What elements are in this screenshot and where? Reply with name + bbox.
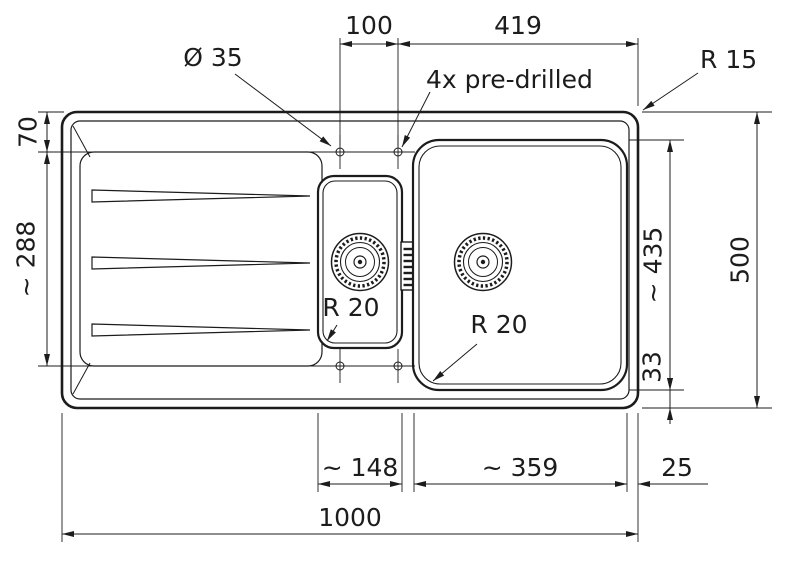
dimension-hole-row-spacing: ~ 288 (12, 152, 415, 367)
dim-label-dia35: Ø 35 (183, 43, 242, 72)
dimension-hole-spacing-top: 100 (339, 11, 399, 146)
leader-line (401, 91, 431, 148)
leader-line (642, 72, 699, 111)
drain-ring (345, 247, 375, 277)
dimension-bowl-to-edge-bottom: 33 (638, 351, 772, 424)
drain-serrated-ring (334, 236, 386, 288)
dim-label-r15: R 15 (700, 45, 757, 74)
drainboard-corner-slope-bottom (72, 362, 91, 395)
dimensions: 100 419 Ø 35 4x pre-drilled R 15 7 (12, 11, 772, 542)
drain-ring (339, 241, 381, 283)
leader-line (234, 73, 332, 147)
sink-outer-edge (60, 110, 640, 410)
main-bowl-outer (411, 138, 629, 392)
dimension-small-bowl-width: ~ 148 (317, 413, 403, 492)
dim-label-70: 70 (14, 116, 43, 148)
dim-label-419: 419 (494, 11, 542, 40)
dim-label-288: ~ 288 (12, 221, 41, 298)
leader-line (326, 324, 338, 342)
sink-inner-rim (70, 120, 630, 400)
dim-label-33: 33 (638, 351, 667, 383)
dimension-edge-to-hole-left: 70 (14, 111, 415, 153)
dimension-overall-width: 1000 (61, 413, 638, 542)
callout-small-bowl-radius: R 20 (322, 293, 380, 342)
callout-predrilled: 4x pre-drilled (401, 65, 593, 148)
drain-ring (468, 247, 498, 277)
main-bowl (411, 138, 629, 392)
dim-label-148: ~ 148 (322, 453, 399, 482)
dim-label-435: ~ 435 (639, 227, 668, 304)
dim-label-100: 100 (345, 11, 393, 40)
drain-outer-ring (453, 232, 513, 292)
drain-ring (353, 255, 367, 269)
drainboard-groove (91, 189, 311, 203)
dim-label-r20-small: R 20 (322, 293, 379, 322)
sink-plan-view (60, 110, 640, 410)
dim-label-359: ~ 359 (482, 453, 559, 482)
drainboard-groove (91, 323, 311, 337)
dim-label-500: 500 (726, 236, 755, 284)
drainboard (72, 125, 323, 395)
drain-ring (476, 255, 490, 269)
callout-main-bowl-radius: R 20 (432, 310, 528, 382)
drain-ring (462, 241, 504, 283)
drainboard-recess (79, 151, 323, 367)
dim-label-25: 25 (661, 453, 693, 482)
drainboard-groove (91, 256, 311, 270)
dim-label-r20-main: R 20 (470, 310, 527, 339)
small-bowl-inner (322, 180, 398, 344)
dim-label-predrilled: 4x pre-drilled (426, 65, 593, 94)
callout-hole-diameter: Ø 35 (183, 43, 332, 147)
dimension-main-bowl-height: ~ 435 (629, 139, 684, 391)
small-bowl (316, 174, 404, 350)
drain-serrated-ring (457, 236, 509, 288)
drain-center (357, 259, 363, 265)
main-bowl-inner (418, 145, 622, 385)
dimension-hole-to-edge-top: 419 (398, 11, 639, 106)
leader-line (432, 343, 478, 382)
dim-label-1000: 1000 (318, 503, 382, 532)
dimension-overall-height: 500 (642, 111, 772, 408)
drain-center (480, 259, 486, 265)
dimension-main-bowl-width: ~ 359 (413, 413, 628, 492)
callout-corner-radius: R 15 (642, 45, 757, 111)
small-bowl-drain (330, 232, 390, 292)
drain-outer-ring (330, 232, 390, 292)
dimension-bowl-to-edge-right: 25 (637, 413, 708, 542)
main-bowl-drain (453, 232, 513, 292)
